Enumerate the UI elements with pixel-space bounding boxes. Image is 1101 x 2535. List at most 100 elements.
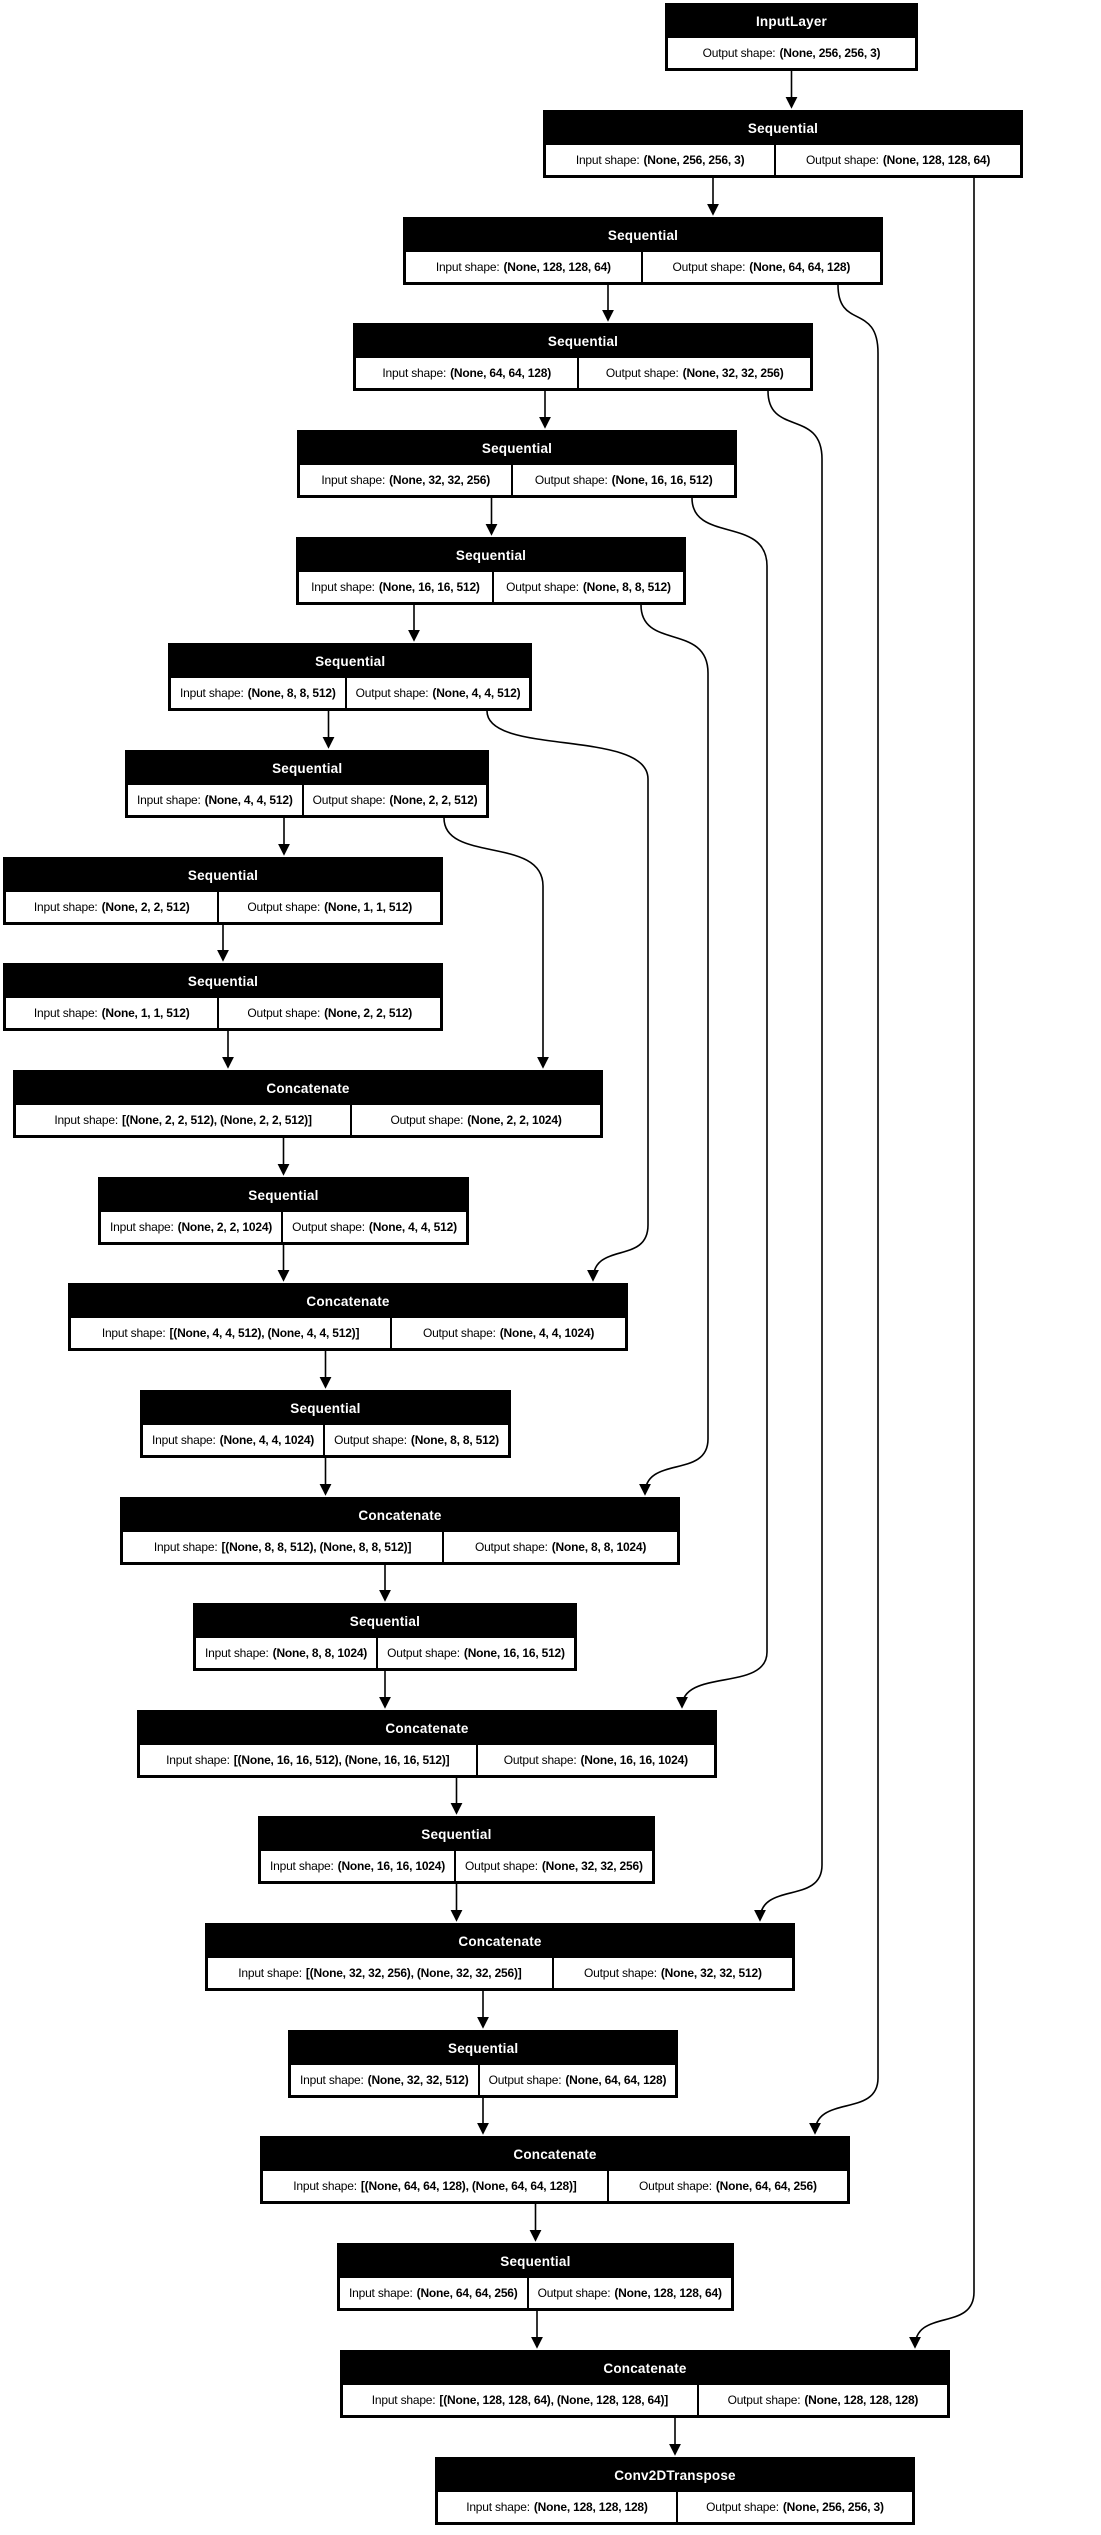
input-shape-cell: Input shape:(None, 16, 16, 512) [299, 572, 492, 602]
node-24-conv2dtranspose: Conv2DTranspose Input shape:(None, 128, … [435, 2457, 915, 2525]
layer-type-label: Sequential [607, 228, 679, 243]
input-shape-cell: Input shape:[(None, 8, 8, 512), (None, 8… [123, 1532, 443, 1562]
layer-type-label: Conv2DTranspose [614, 2468, 736, 2483]
layer-type-label: Sequential [248, 1188, 319, 1203]
node-11-concatenate: Concatenate Input shape:[(None, 2, 2, 51… [13, 1070, 603, 1138]
output-shape-cell: Output shape:(None, 2, 2, 512) [303, 785, 487, 815]
input-shape-cell: Input shape:(None, 8, 8, 1024) [196, 1638, 377, 1668]
layer-type-label: Sequential [747, 121, 819, 136]
output-shape-cell: Output shape:(None, 8, 8, 512) [493, 572, 683, 602]
skip-connection-arrow [486, 710, 649, 1282]
node-2-sequential: Sequential Input shape:(None, 256, 256, … [543, 110, 1023, 178]
node-4-sequential: Sequential Input shape:(None, 64, 64, 12… [353, 323, 813, 391]
input-shape-cell: Input shape:(None, 16, 16, 1024) [261, 1851, 455, 1881]
input-shape-cell: Input shape:[(None, 64, 64, 128), (None,… [263, 2171, 607, 2201]
layer-type-label: Sequential [455, 548, 527, 563]
output-shape-cell: Output shape:(None, 4, 4, 1024) [392, 1318, 626, 1348]
output-shape-cell: Output shape:(None, 32, 32, 512) [553, 1958, 792, 1988]
layer-type-label: Sequential [349, 1614, 421, 1629]
layer-type-label: Concatenate [603, 2361, 687, 2376]
input-shape-cell: Input shape:[(None, 32, 32, 256), (None,… [208, 1958, 552, 1988]
output-shape-cell: Output shape:(None, 128, 128, 64) [528, 2278, 731, 2308]
layer-type-label: Sequential [290, 1401, 361, 1416]
node-13-concatenate: Concatenate Input shape:[(None, 4, 4, 51… [68, 1283, 628, 1351]
input-shape-cell: Input shape:(None, 8, 8, 512) [171, 678, 345, 708]
layer-type-label: Sequential [448, 2041, 519, 2056]
input-shape-cell: Input shape:(None, 128, 128, 128) [438, 2492, 676, 2522]
input-shape-cell: Input shape:[(None, 16, 16, 512), (None,… [140, 1745, 476, 1775]
input-shape-cell: Input shape:(None, 2, 2, 512) [6, 892, 218, 922]
layer-type-label: Concatenate [458, 1934, 542, 1949]
output-shape-cell: Output shape:(None, 16, 16, 1024) [477, 1745, 714, 1775]
input-shape-cell: Input shape:(None, 64, 64, 256) [340, 2278, 527, 2308]
node-14-sequential: Sequential Input shape:(None, 4, 4, 1024… [140, 1390, 511, 1458]
output-shape-cell: Output shape:(None, 8, 8, 512) [325, 1425, 508, 1455]
layer-type-label: Sequential [421, 1827, 492, 1842]
layer-type-label: Sequential [547, 334, 619, 349]
node-6-sequential: Sequential Input shape:(None, 16, 16, 51… [296, 537, 686, 605]
node-17-concatenate: Concatenate Input shape:[(None, 16, 16, … [137, 1710, 717, 1778]
input-shape-cell: Input shape:(None, 1, 1, 512) [6, 998, 218, 1028]
output-shape-cell: Output shape:(None, 64, 64, 128) [642, 252, 881, 282]
output-shape-cell: Output shape:(None, 1, 1, 512) [219, 892, 441, 922]
input-shape-cell: Input shape:[(None, 4, 4, 512), (None, 4… [71, 1318, 391, 1348]
node-7-sequential: Sequential Input shape:(None, 8, 8, 512)… [168, 643, 533, 711]
node-20-sequential: Sequential Input shape:(None, 32, 32, 51… [288, 2030, 679, 2098]
node-8-sequential: Sequential Input shape:(None, 4, 4, 512)… [125, 750, 490, 818]
layer-type-label: Concatenate [513, 2147, 597, 2162]
skip-connection-arrow [443, 817, 549, 1069]
output-shape-cell: Output shape:(None, 128, 128, 128) [698, 2385, 947, 2415]
node-22-sequential: Sequential Input shape:(None, 64, 64, 25… [337, 2243, 734, 2311]
input-shape-cell: Input shape:[(None, 128, 128, 64), (None… [343, 2385, 697, 2415]
layer-type-label: Sequential [500, 2254, 571, 2269]
node-1-inputlayer: InputLayer Output shape:(None, 256, 256,… [665, 3, 918, 71]
output-shape-cell: Output shape:(None, 64, 64, 256) [608, 2171, 847, 2201]
node-9-sequential: Sequential Input shape:(None, 2, 2, 512)… [3, 857, 443, 925]
layer-type-label: Sequential [315, 654, 386, 669]
output-shape-cell: Output shape:(None, 64, 64, 128) [479, 2065, 676, 2095]
layer-type-label: Sequential [481, 441, 553, 456]
output-shape-cell: Output shape:(None, 16, 16, 512) [378, 1638, 574, 1668]
input-shape-cell: Input shape:(None, 2, 2, 1024) [101, 1212, 282, 1242]
skip-connection-arrow [676, 497, 768, 1709]
node-5-sequential: Sequential Input shape:(None, 32, 32, 25… [297, 430, 737, 498]
layer-type-label: Sequential [272, 761, 343, 776]
node-19-concatenate: Concatenate Input shape:[(None, 32, 32, … [205, 1923, 795, 1991]
input-shape-cell: Input shape:(None, 64, 64, 128) [356, 358, 578, 388]
node-15-concatenate: Concatenate Input shape:[(None, 8, 8, 51… [120, 1497, 680, 1565]
layer-type-label: Concatenate [266, 1081, 350, 1096]
node-10-sequential: Sequential Input shape:(None, 1, 1, 512)… [3, 963, 443, 1031]
skip-connection-arrow [639, 604, 709, 1496]
output-shape-cell: Output shape:(None, 2, 2, 1024) [352, 1105, 601, 1135]
output-shape-cell: Output shape:(None, 256, 256, 3) [668, 38, 915, 68]
input-shape-cell: Input shape:(None, 32, 32, 256) [300, 465, 512, 495]
input-shape-cell: Input shape:(None, 32, 32, 512) [291, 2065, 478, 2095]
node-23-concatenate: Concatenate Input shape:[(None, 128, 128… [340, 2350, 950, 2418]
output-shape-cell: Output shape:(None, 32, 32, 256) [579, 358, 811, 388]
output-shape-cell: Output shape:(None, 4, 4, 512) [283, 1212, 466, 1242]
skip-connection-arrow [909, 177, 975, 2349]
node-12-sequential: Sequential Input shape:(None, 2, 2, 1024… [98, 1177, 469, 1245]
input-shape-cell: Input shape:(None, 256, 256, 3) [546, 145, 775, 175]
layer-type-label: Concatenate [306, 1294, 390, 1309]
node-21-concatenate: Concatenate Input shape:[(None, 64, 64, … [260, 2136, 850, 2204]
node-3-sequential: Sequential Input shape:(None, 128, 128, … [403, 217, 883, 285]
output-shape-cell: Output shape:(None, 4, 4, 512) [346, 678, 530, 708]
skip-connection-arrow [809, 284, 879, 2135]
output-shape-cell: Output shape:(None, 2, 2, 512) [219, 998, 441, 1028]
output-shape-cell: Output shape:(None, 16, 16, 512) [513, 465, 735, 495]
output-shape-cell: Output shape:(None, 32, 32, 256) [456, 1851, 652, 1881]
node-16-sequential: Sequential Input shape:(None, 8, 8, 1024… [193, 1603, 577, 1671]
layer-type-label: Concatenate [385, 1721, 469, 1736]
layer-type-label: Sequential [187, 868, 259, 883]
output-shape-cell: Output shape:(None, 8, 8, 1024) [444, 1532, 678, 1562]
input-shape-cell: Input shape:(None, 128, 128, 64) [406, 252, 641, 282]
input-shape-cell: Input shape:(None, 4, 4, 1024) [143, 1425, 324, 1455]
layer-type-label: Concatenate [358, 1508, 442, 1523]
layer-type-label: Sequential [187, 974, 259, 989]
input-shape-cell: Input shape:(None, 4, 4, 512) [128, 785, 302, 815]
layer-type-label: InputLayer [755, 14, 827, 29]
output-shape-cell: Output shape:(None, 128, 128, 64) [776, 145, 1021, 175]
node-18-sequential: Sequential Input shape:(None, 16, 16, 10… [258, 1816, 655, 1884]
